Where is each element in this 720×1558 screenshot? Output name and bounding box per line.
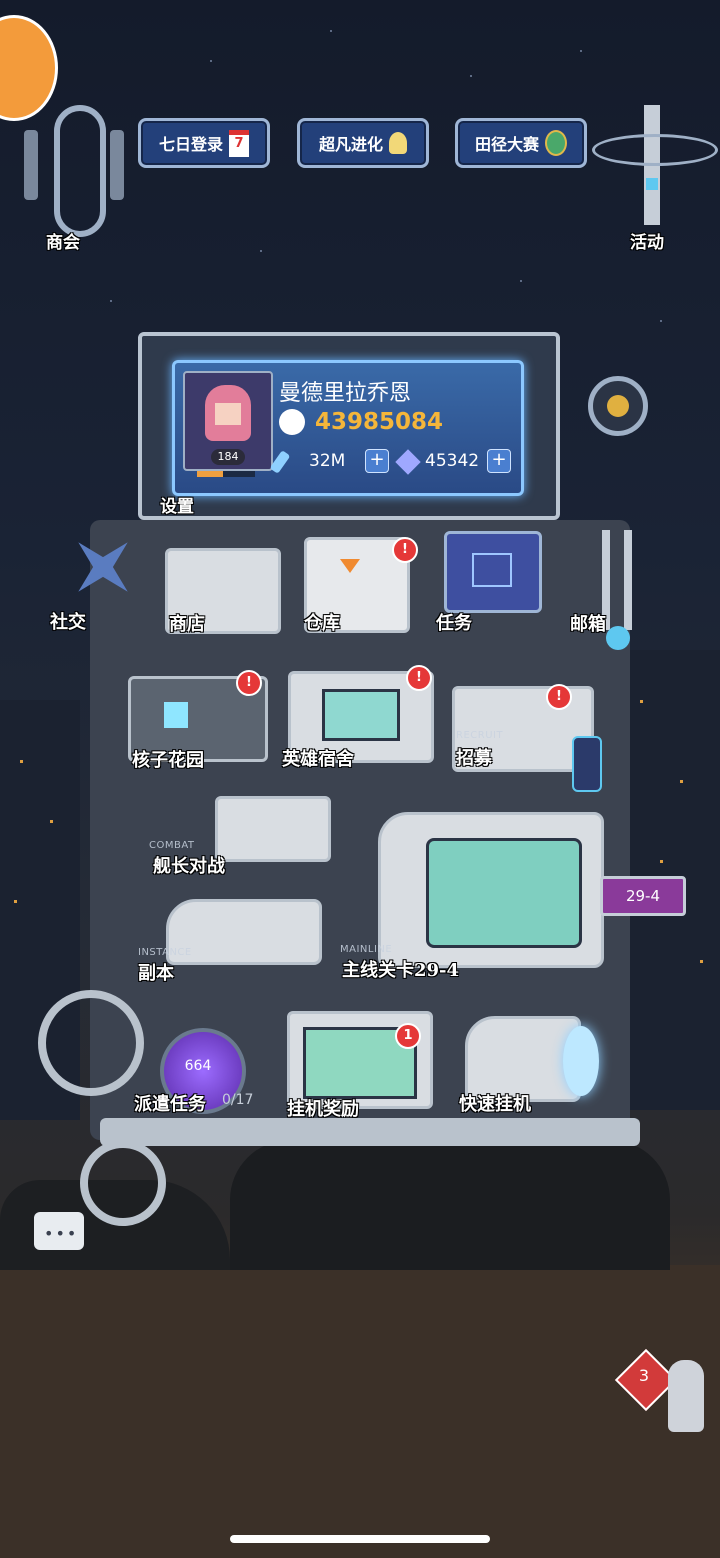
power-value: 43985084: [315, 409, 444, 435]
dispatch-progress: 0/17: [222, 1092, 254, 1108]
captain-battle-facility[interactable]: COMBAT 舰长对战: [125, 790, 335, 880]
social-star-icon: [54, 518, 153, 617]
stage-badge[interactable]: 29-4: [600, 876, 686, 916]
mainline-tag: MAINLINE: [340, 944, 393, 955]
fist-icon: [279, 409, 305, 435]
warehouse-alert-badge: !: [392, 537, 418, 563]
combat-tag: COMBAT: [149, 840, 195, 851]
portal-icon: [160, 1028, 246, 1114]
seven-day-login-label: 七日登录: [158, 135, 223, 154]
dispatch-count: 664: [184, 1058, 212, 1074]
calendar-icon: 7: [229, 129, 249, 157]
athletics-contest-label: 田径大赛: [474, 135, 539, 154]
recruit-alert-badge: !: [546, 684, 572, 710]
player-name: 曼德里拉乔恩: [279, 381, 412, 406]
transcend-evolution-label: 超凡进化: [318, 135, 383, 154]
instance-facility[interactable]: INSTANCE 副本: [136, 895, 331, 990]
captain-battle-label: 舰长对战: [153, 856, 225, 877]
assistant-badge: 3: [638, 1366, 650, 1385]
activity-tower[interactable]: 活动: [592, 100, 718, 253]
level-progress-bar: [197, 471, 255, 477]
core-garden-alert-badge: !: [236, 670, 262, 696]
warehouse-label: 仓库: [304, 613, 340, 634]
recruit-tag: RECRUIT: [456, 730, 504, 741]
transcend-evolution-button[interactable]: 超凡进化: [297, 118, 429, 168]
avatar[interactable]: 184: [183, 371, 273, 471]
core-garden-label: 核子花园: [132, 750, 204, 771]
dispatch-label: 派遣任务: [134, 1094, 206, 1115]
hero-dorm-label: 英雄宿舍: [282, 749, 354, 770]
medal-icon: [545, 130, 567, 156]
social-facility[interactable]: 社交: [40, 510, 165, 640]
dispatch-facility[interactable]: 664 派遣任务 0/17: [130, 1020, 270, 1120]
instance-label: 副本: [138, 963, 174, 984]
chat-icon: •••: [44, 1224, 79, 1243]
guild-label: 商会: [46, 233, 80, 253]
quick-idle-facility[interactable]: 快速挂机: [455, 1010, 615, 1120]
social-label: 社交: [50, 612, 86, 633]
guild-portal[interactable]: 商会: [24, 100, 124, 253]
propeller-decoration: [38, 990, 144, 1096]
seven-day-login-button[interactable]: 七日登录 7: [138, 118, 270, 168]
idle-reward-facility[interactable]: 挂机奖励 1: [283, 1005, 433, 1123]
chat-button[interactable]: •••: [34, 1212, 84, 1250]
add-currency-b-button[interactable]: +: [487, 449, 511, 473]
currency-b-value: 45342: [425, 451, 480, 471]
shop-facility[interactable]: 商店: [165, 540, 285, 640]
tree-silhouette: [230, 1140, 670, 1270]
recruit-facility[interactable]: RECRUIT 招募 !: [452, 680, 602, 780]
warehouse-facility[interactable]: 仓库 !: [300, 535, 418, 640]
activity-label: 活动: [630, 233, 664, 253]
level-badge: 184: [211, 449, 245, 465]
mainline-stage-facility[interactable]: MAINLINE 主线关卡29-4: [338, 808, 608, 988]
instance-tag: INSTANCE: [138, 947, 192, 958]
shop-label: 商店: [169, 614, 205, 635]
hero-dorm-alert-badge: !: [406, 665, 432, 691]
tasks-label: 任务: [436, 613, 472, 634]
profile-panel[interactable]: 184 曼德里拉乔恩 43985084 32M + 45342 +: [172, 360, 524, 496]
mailbox-facility[interactable]: 邮箱: [566, 530, 666, 680]
neon-sign: [572, 736, 602, 792]
core-garden-facility[interactable]: 核子花园 !: [128, 670, 268, 775]
eye-icon[interactable]: [588, 376, 648, 436]
hero-dorm-facility[interactable]: 英雄宿舍 !: [278, 665, 438, 775]
idle-reward-label: 挂机奖励: [287, 1099, 359, 1120]
home-indicator[interactable]: [230, 1535, 490, 1543]
add-currency-a-button[interactable]: +: [365, 449, 389, 473]
idle-reward-badge: 1: [395, 1023, 421, 1049]
mailbox-label: 邮箱: [570, 614, 606, 635]
building-deck: [100, 1118, 640, 1146]
athletics-contest-button[interactable]: 田径大赛: [455, 118, 587, 168]
ground: [0, 1265, 720, 1558]
tasks-facility[interactable]: 任务: [432, 525, 552, 640]
lamp-icon: [389, 132, 407, 154]
glow-icon: [563, 1026, 599, 1096]
settings-label[interactable]: 设置: [160, 497, 194, 517]
mainline-stage-label: 主线关卡29-4: [342, 960, 460, 981]
recruit-label: 招募: [456, 748, 492, 769]
currency-a-value: 32M: [309, 451, 346, 471]
cube-icon: [164, 702, 188, 728]
assistant-character[interactable]: 3: [614, 1348, 710, 1440]
quick-idle-label: 快速挂机: [459, 1094, 531, 1115]
gem-icon: [395, 449, 421, 475]
propeller-decoration: [80, 1140, 166, 1226]
